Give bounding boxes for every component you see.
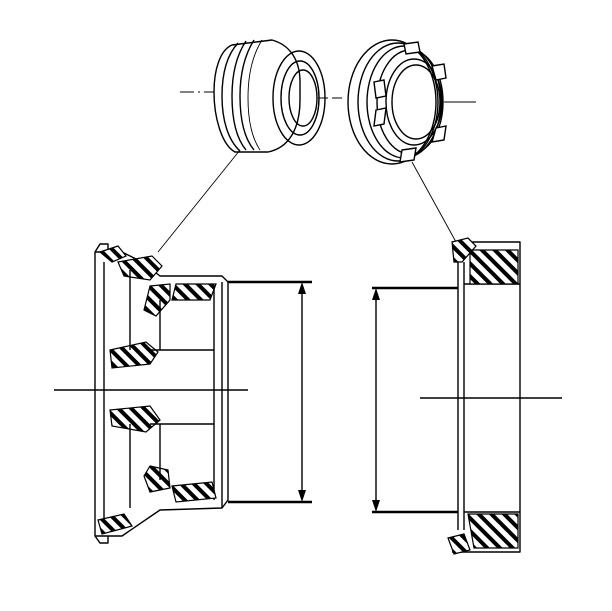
seal-assembly-left	[180, 39, 346, 153]
seal-hatch-left-8	[171, 481, 217, 503]
seal-hatch-left-9	[97, 513, 133, 535]
leader-line-left	[157, 149, 241, 253]
seal-hatch-left-3	[143, 283, 171, 317]
dimension-arrow-left-top	[298, 282, 306, 294]
dimension-arrow-left-bottom	[298, 490, 306, 502]
seal-left-groove-3	[239, 39, 255, 151]
seal-right-clip-6	[399, 147, 417, 163]
housing-left-notch-bottom	[94, 535, 109, 544]
seal-left-bore	[288, 69, 318, 127]
seal-right-clip-1	[431, 63, 447, 81]
housing-right-section	[372, 237, 562, 555]
seal-left-groove-2	[231, 40, 247, 151]
seal-right-rim-2	[357, 42, 439, 162]
seal-assembly-right	[347, 39, 476, 165]
seal-hatch-left-5	[109, 341, 159, 369]
dimension-arrow-right-top	[372, 288, 380, 300]
housing-left-section	[54, 243, 312, 544]
seal-hatch-right-3	[467, 513, 519, 549]
seal-hatch-right-4	[447, 533, 471, 555]
housing-left-notch-top	[94, 243, 109, 253]
seal-hatch-left-4	[171, 283, 217, 301]
seal-right-inner-ring	[385, 58, 443, 146]
seal-right-clip-4	[373, 107, 387, 127]
seal-right-bore	[391, 64, 441, 140]
housing-right-outline	[452, 241, 521, 553]
seal-left-groove-1	[221, 42, 241, 152]
seal-hatch-left-2	[117, 255, 163, 281]
seal-hatch-right-2	[469, 249, 519, 285]
seal-right-clip-3	[373, 79, 387, 99]
leader-line-right	[411, 161, 457, 243]
dimension-arrow-right-bottom	[372, 500, 380, 512]
seal-right-clip-2	[431, 125, 447, 143]
seal-hatch-left-1	[98, 245, 127, 263]
seal-right-clip-5	[403, 41, 421, 55]
seal-hatch-left-6	[109, 405, 161, 433]
seal-left-body	[213, 39, 301, 153]
seal-hatch-left-7	[143, 465, 171, 493]
seal-hatch-right-1	[451, 237, 477, 263]
housing-left-inner-shelf	[150, 349, 214, 425]
seal-left-groove-4	[247, 39, 263, 151]
seal-right-rim-3	[366, 45, 442, 159]
seal-right-outer-rim	[347, 39, 437, 165]
